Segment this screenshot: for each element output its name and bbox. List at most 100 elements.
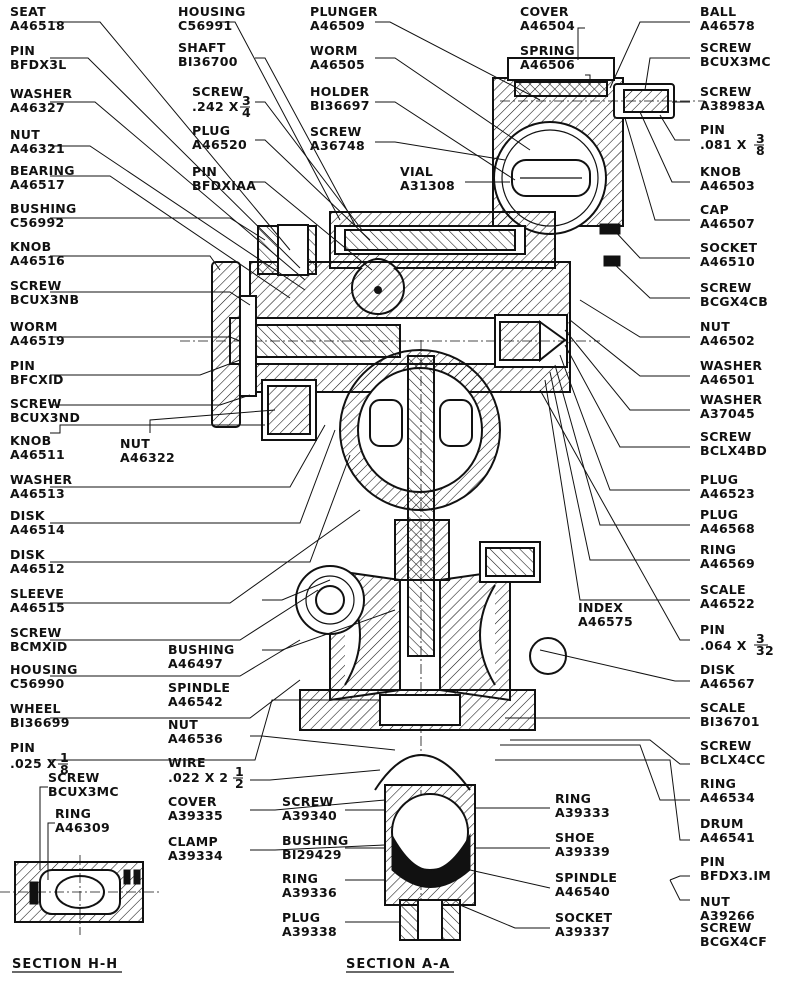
svg-text:A46503: A46503	[700, 178, 755, 193]
label-pin-064: PIN.064 X 332	[700, 622, 774, 658]
section-h-h-drawing	[0, 855, 160, 935]
svg-text:A46575: A46575	[578, 614, 633, 629]
svg-text:RING: RING	[700, 776, 736, 791]
svg-text:PLUG: PLUG	[700, 472, 738, 487]
svg-text:A46505: A46505	[310, 57, 365, 72]
svg-text:A46567: A46567	[700, 676, 755, 691]
svg-text:VIAL: VIAL	[400, 164, 433, 179]
window-left	[369, 399, 403, 447]
svg-text:A46523: A46523	[700, 486, 755, 501]
svg-text:A46540: A46540	[555, 884, 610, 899]
svg-text:A46512: A46512	[10, 561, 65, 576]
svg-text:.064 X: .064 X	[700, 638, 747, 653]
svg-text:A46309: A46309	[55, 820, 110, 835]
svg-text:BI36697: BI36697	[310, 98, 370, 113]
svg-text:A46510: A46510	[700, 254, 755, 269]
svg-text:1: 1	[235, 764, 244, 779]
svg-text:BCUX3ND: BCUX3ND	[10, 410, 80, 425]
svg-text:SOCKET: SOCKET	[555, 910, 613, 925]
svg-text:A39339: A39339	[555, 844, 610, 859]
svg-text:BCGX4CB: BCGX4CB	[700, 294, 768, 309]
svg-text:DISK: DISK	[700, 662, 736, 677]
svg-text:BUSHING: BUSHING	[168, 642, 235, 657]
svg-text:A38983A: A38983A	[700, 98, 765, 113]
svg-text:A46536: A46536	[168, 731, 223, 746]
svg-text:NUT: NUT	[120, 436, 150, 451]
label-screw-242: SCREW.242 X 34	[192, 84, 251, 120]
svg-text:NUT: NUT	[10, 127, 40, 142]
svg-text:A46514: A46514	[10, 522, 65, 537]
bushing-a46497-body	[394, 519, 450, 581]
svg-text:SCREW: SCREW	[700, 920, 752, 935]
label-wire-022: WIRE.022 X 2 12	[168, 755, 244, 791]
svg-text:SEAT: SEAT	[10, 4, 46, 19]
svg-text:BFDXIAA: BFDXIAA	[192, 178, 256, 193]
svg-text:3: 3	[756, 131, 765, 146]
svg-text:A46511: A46511	[10, 447, 65, 462]
svg-text:A46568: A46568	[700, 521, 755, 536]
svg-text:A46578: A46578	[700, 18, 755, 33]
svg-text:PIN: PIN	[10, 740, 35, 755]
svg-text:A46517: A46517	[10, 177, 65, 192]
svg-text:BCMXID: BCMXID	[10, 639, 68, 654]
svg-text:4: 4	[242, 105, 251, 120]
svg-text:BCUX3MC: BCUX3MC	[48, 784, 119, 799]
svg-text:PIN: PIN	[700, 622, 725, 637]
svg-text:A46541: A46541	[700, 830, 755, 845]
svg-text:SHAFT: SHAFT	[178, 40, 226, 55]
svg-text:A39266: A39266	[700, 908, 755, 923]
svg-text:BFDX3.IM: BFDX3.IM	[700, 868, 771, 883]
svg-text:A39333: A39333	[555, 805, 610, 820]
svg-text:SCALE: SCALE	[700, 582, 746, 597]
svg-text:.022 X 2: .022 X 2	[168, 770, 228, 785]
svg-text:A46522: A46522	[700, 596, 755, 611]
svg-text:SLEEVE: SLEEVE	[10, 586, 64, 601]
svg-text:A46497: A46497	[168, 656, 223, 671]
svg-text:HOLDER: HOLDER	[310, 84, 369, 99]
svg-text:DISK: DISK	[10, 508, 46, 523]
svg-text:DRUM: DRUM	[700, 816, 744, 831]
svg-text:PLUNGER: PLUNGER	[310, 4, 378, 19]
svg-text:INDEX: INDEX	[578, 600, 623, 615]
svg-text:A46534: A46534	[700, 790, 755, 805]
svg-text:A46321: A46321	[10, 141, 65, 156]
svg-text:PLUG: PLUG	[700, 507, 738, 522]
